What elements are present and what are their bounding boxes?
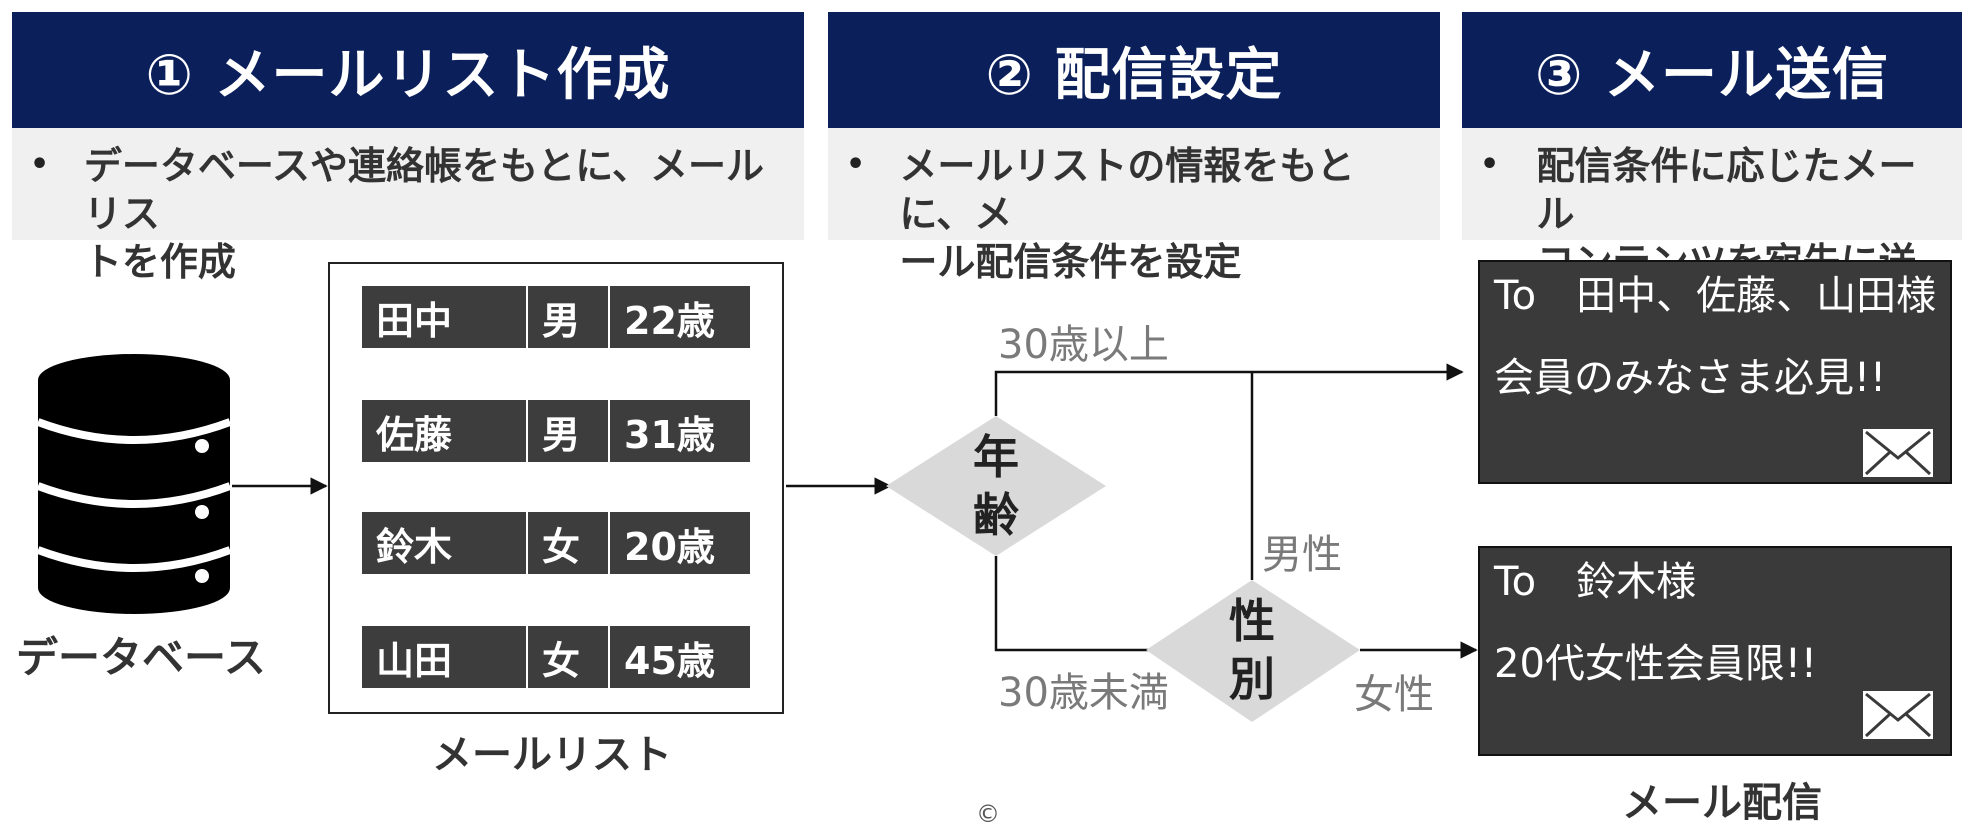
database-icon bbox=[36, 354, 232, 614]
step3-header: ③ メール送信 bbox=[1462, 12, 1962, 128]
name-cell: 田中 bbox=[362, 286, 528, 348]
gender-cell: 男 bbox=[528, 286, 610, 348]
age-over-label: 30歳以上 bbox=[998, 322, 1169, 368]
gender-decision-diamond bbox=[1146, 580, 1360, 722]
desc-line: トを作成 bbox=[83, 240, 236, 284]
database-label: データベース bbox=[16, 633, 266, 682]
step1-description-text: データベースや連絡帳をもとに、メールリス トを作成 bbox=[84, 142, 786, 286]
age-under-branch bbox=[994, 556, 1154, 652]
gender-cell: 男 bbox=[528, 400, 610, 462]
step2-header: ② 配信設定 bbox=[828, 12, 1440, 128]
age-decision-diamond bbox=[886, 416, 1106, 556]
desc-line: 配信条件に応じたメール bbox=[1536, 144, 1917, 236]
step2-description: • メールリストの情報をもとに、メ ール配信条件を設定 bbox=[828, 128, 1440, 284]
gender-node-label: 性 別 bbox=[1229, 594, 1275, 706]
envelope-icon bbox=[1861, 689, 1935, 741]
gender-cell: 女 bbox=[528, 512, 610, 574]
age-over-branch bbox=[994, 363, 1464, 416]
mail-subject: 会員のみなさま必見!! bbox=[1494, 355, 1887, 401]
age-cell: 45歳 bbox=[610, 626, 750, 688]
age-under-label: 30歳未満 bbox=[998, 670, 1169, 716]
age-cell: 20歳 bbox=[610, 512, 750, 574]
name-cell: 佐藤 bbox=[362, 400, 528, 462]
female-label: 女性 bbox=[1354, 672, 1434, 718]
name-cell: 山田 bbox=[362, 626, 528, 688]
gender-cell: 女 bbox=[528, 626, 610, 688]
bullet: • bbox=[30, 147, 50, 182]
desc-line: ール配信条件を設定 bbox=[899, 240, 1242, 284]
mail-recipient: To 鈴木様 bbox=[1494, 559, 1697, 605]
table-row: 佐藤 男 31歳 bbox=[362, 400, 750, 462]
table-row: 田中 男 22歳 bbox=[362, 286, 750, 348]
male-label: 男性 bbox=[1262, 532, 1342, 578]
mail-delivery-caption: メール配信 bbox=[1622, 780, 1822, 826]
age-node-label: 年 齢 bbox=[973, 430, 1019, 542]
mail-recipient: To 田中、佐藤、山田様 bbox=[1494, 273, 1937, 319]
age-cell: 31歳 bbox=[610, 400, 750, 462]
table-row: 鈴木 女 20歳 bbox=[362, 512, 750, 574]
footer-symbol: © bbox=[976, 800, 1000, 828]
name-cell: 鈴木 bbox=[362, 512, 528, 574]
mail-subject: 20代女性会員限!! bbox=[1494, 641, 1817, 687]
table-row: 山田 女 45歳 bbox=[362, 626, 750, 688]
mail-list-box: 田中 男 22歳 佐藤 男 31歳 鈴木 女 20歳 山田 女 45歳 bbox=[328, 262, 784, 714]
desc-line: メールリストの情報をもとに、メ bbox=[899, 144, 1355, 236]
step2-description-text: メールリストの情報をもとに、メ ール配信条件を設定 bbox=[899, 142, 1422, 286]
bullet: • bbox=[846, 147, 866, 182]
desc-line: データベースや連絡帳をもとに、メールリス bbox=[83, 144, 765, 236]
envelope-icon bbox=[1861, 427, 1935, 479]
age-cell: 22歳 bbox=[610, 286, 750, 348]
bullet: • bbox=[1480, 147, 1500, 182]
step1-header: ① メールリスト作成 bbox=[12, 12, 804, 128]
mail-card: To 鈴木様 20代女性会員限!! bbox=[1478, 546, 1952, 756]
step1-description: • データベースや連絡帳をもとに、メールリス トを作成 bbox=[12, 128, 804, 284]
mail-list-caption: メールリスト bbox=[432, 732, 672, 778]
